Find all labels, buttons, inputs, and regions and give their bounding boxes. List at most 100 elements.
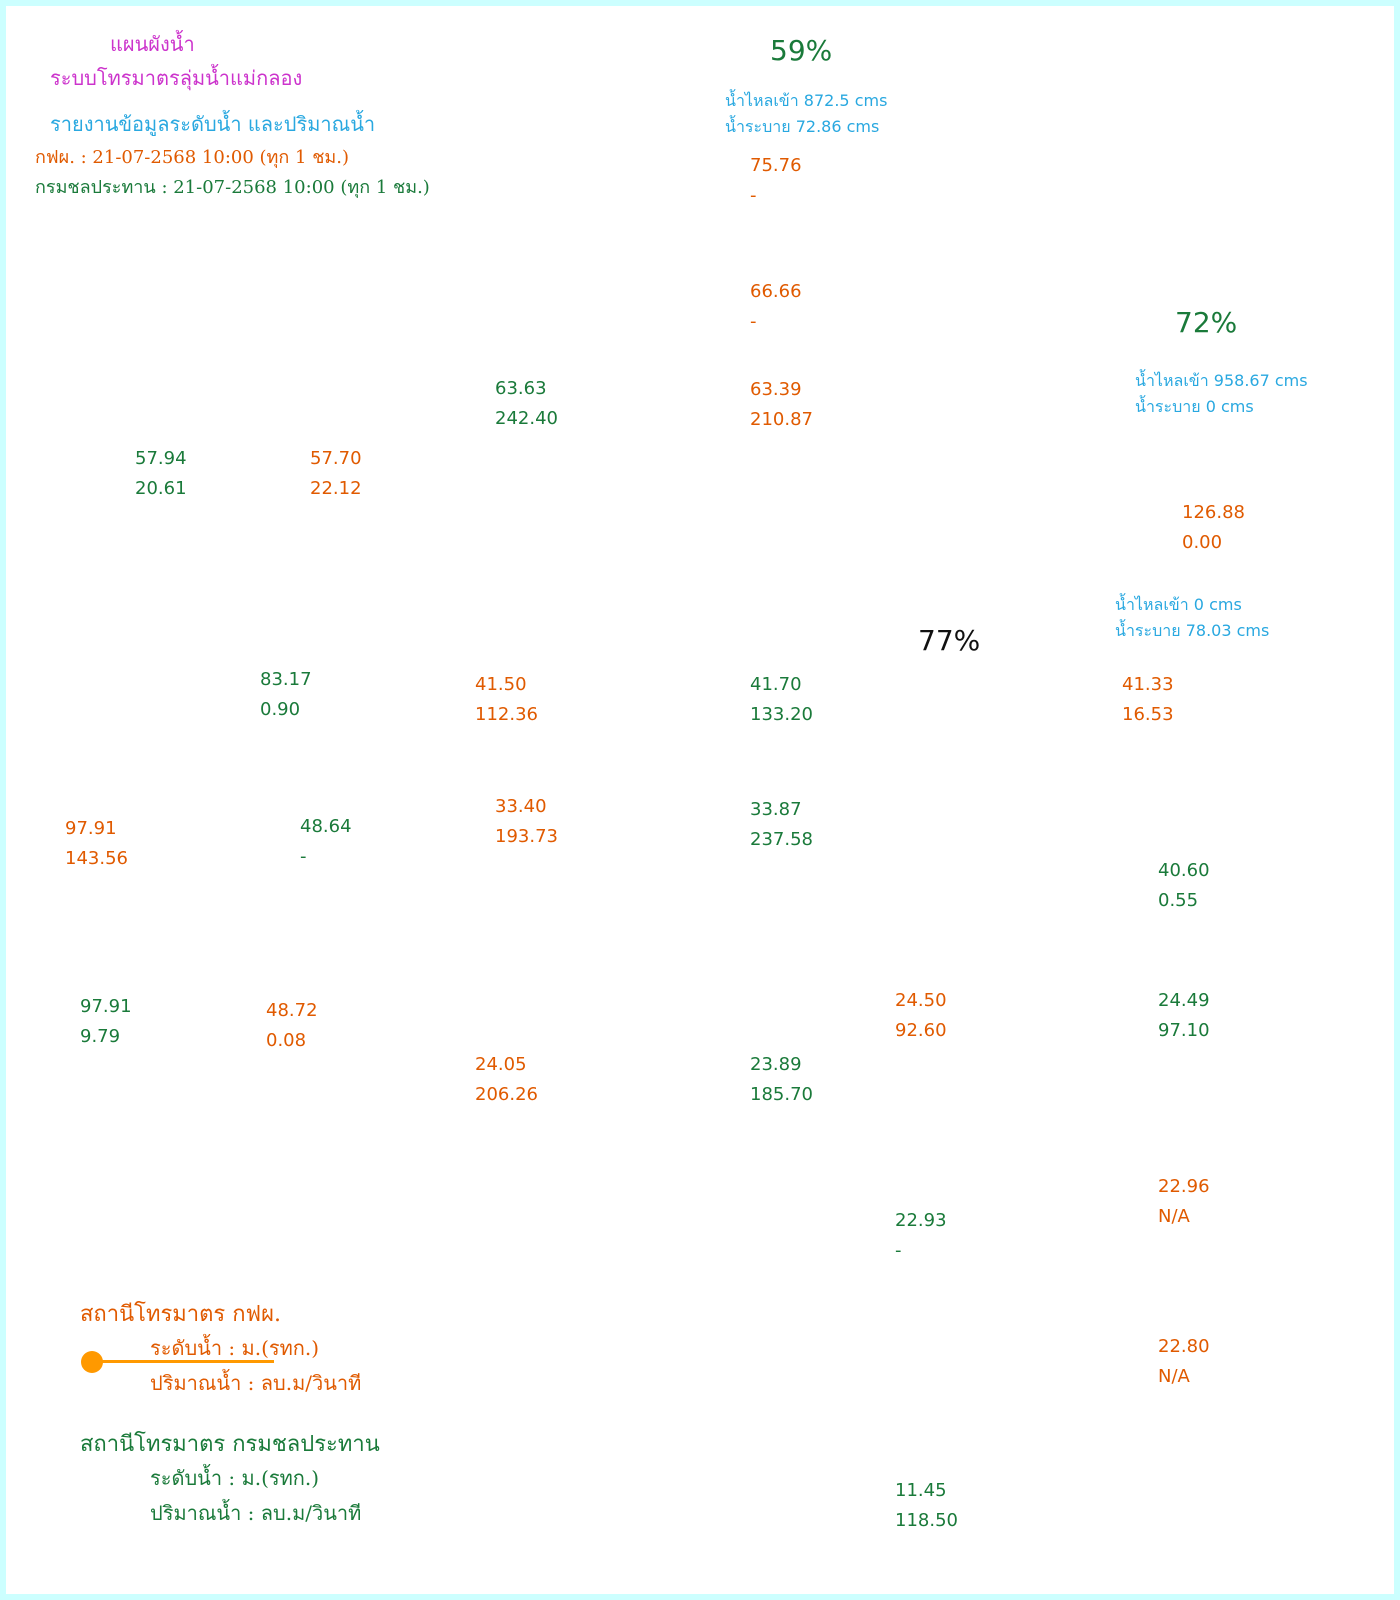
station-level: 40.60 [1158,860,1210,881]
station-reading: 24.50 92.60 [895,986,947,1046]
station-flow: 92.60 [895,1020,947,1041]
station-flow: 242.40 [495,408,558,429]
station-level: 33.87 [750,799,802,820]
reservoir-outflow: น้ำระบาย 78.03 cms [1115,621,1270,640]
station-reading: 11.45 118.50 [895,1476,958,1536]
reservoir-inflow: น้ำไหลเข้า 0 cms [1115,595,1242,614]
station-flow: 206.26 [475,1084,538,1105]
station-reading: 83.17 0.90 [260,665,312,725]
station-flow: 20.61 [135,478,187,499]
station-flow: 0.00 [1182,532,1223,553]
legend-egat-marker-icon [81,1351,103,1373]
station-level: 22.93 [895,1210,947,1231]
station-flow: 210.87 [750,409,813,430]
egat-update-time: กฟผ. : 21-07-2568 10:00 (ทุก 1 ชม.) [35,147,350,168]
station-reading: 23.89 185.70 [750,1050,813,1110]
station-flow: 143.56 [65,848,128,869]
station-level: 75.76 [750,155,802,176]
station-flow: N/A [1158,1366,1190,1387]
station-flow: 0.55 [1158,890,1199,911]
station-level: 11.45 [895,1480,947,1501]
reservoir-inflow: น้ำไหลเข้า 958.67 cms [1135,371,1308,390]
station-flow: - [300,846,307,867]
legend-egat-line [90,1360,274,1363]
station-flow: 0.08 [266,1030,307,1051]
station-flow: 133.20 [750,704,813,725]
station-level: 97.91 [65,818,117,839]
station-reading: 75.76 - [750,151,802,211]
station-level: 57.94 [135,448,187,469]
station-reading: 41.33 16.53 [1122,670,1174,730]
rid-update-time: กรมชลประทาน : 21-07-2568 10:00 (ทุก 1 ชม… [35,177,430,198]
station-flow: 22.12 [310,478,362,499]
station-flow: 185.70 [750,1084,813,1105]
station-reading: 24.05 206.26 [475,1050,538,1110]
page-title: แผนผังน้ำ [110,32,195,56]
legend-egat-title: สถานีโทรมาตร กฟผ. [80,1302,282,1327]
station-flow: 16.53 [1122,704,1174,725]
legend-rid-flow: ปริมาณน้ำ : ลบ.ม/วินาที [150,1501,362,1525]
station-flow: 9.79 [80,1026,121,1047]
reservoir-flow-info: น้ำไหลเข้า 958.67 cms น้ำระบาย 0 cms [1135,368,1308,420]
report-title: รายงานข้อมูลระดับน้ำ และปริมาณน้ำ [50,112,376,136]
station-level: 24.05 [475,1054,527,1075]
station-level: 97.91 [80,996,132,1017]
station-reading: 24.49 97.10 [1158,986,1210,1046]
reservoir-flow-info: น้ำไหลเข้า 0 cms น้ำระบาย 78.03 cms [1115,592,1269,644]
station-reading: 40.60 0.55 [1158,856,1210,916]
station-flow: - [750,311,757,332]
station-reading: 48.64 - [300,812,352,872]
legend-egat-level: ระดับน้ำ : ม.(รทก.) [150,1336,320,1360]
station-level: 24.50 [895,990,947,1011]
station-flow: N/A [1158,1206,1190,1227]
station-reading: 66.66- [750,277,802,337]
station-reading: 57.70 22.12 [310,444,362,504]
station-reading: 97.91 143.56 [65,814,128,874]
reservoir-outflow: น้ำระบาย 0 cms [1135,397,1254,416]
station-level: 48.72 [266,1000,318,1021]
legend-rid-title: สถานีโทรมาตร กรมชลประทาน [80,1432,380,1457]
station-flow: - [750,185,757,206]
station-reading: 41.70 133.20 [750,670,813,730]
station-reading: 22.93 - [895,1206,947,1266]
reservoir-percent: 72% [1175,306,1238,339]
station-reading: 33.40 193.73 [495,792,558,852]
station-flow: 0.90 [260,699,301,720]
page-subtitle: ระบบโทรมาตรลุ่มน้ำแม่กลอง [50,66,303,90]
reservoir-inflow: น้ำไหลเข้า 872.5 cms [725,91,888,110]
station-level: 22.96 [1158,1176,1210,1197]
station-flow: 118.50 [895,1510,958,1531]
station-flow: 112.36 [475,704,538,725]
reservoir-percent: 59% [770,34,833,67]
legend-rid-level: ระดับน้ำ : ม.(รทก.) [150,1466,320,1490]
station-level: 83.17 [260,669,312,690]
station-level: 23.89 [750,1054,802,1075]
reservoir-percent: 77% [918,624,981,657]
reservoir-outflow: น้ำระบาย 72.86 cms [725,117,880,136]
station-level: 126.88 [1182,502,1245,523]
station-level: 22.80 [1158,1336,1210,1357]
station-reading: 63.39 210.87 [750,375,813,435]
station-level: 63.39 [750,379,802,400]
station-reading: 97.91 9.79 [80,992,132,1052]
station-level: 41.70 [750,674,802,695]
station-reading: 126.88 0.00 [1182,498,1245,558]
station-reading: 48.72 0.08 [266,996,318,1056]
station-level: 41.33 [1122,674,1174,695]
station-level: 57.70 [310,448,362,469]
station-flow: 97.10 [1158,1020,1210,1041]
station-flow: 193.73 [495,826,558,847]
station-flow: - [895,1240,902,1261]
station-level: 24.49 [1158,990,1210,1011]
station-reading: 57.94 20.61 [135,444,187,504]
station-level: 33.40 [495,796,547,817]
reservoir-flow-info: น้ำไหลเข้า 872.5 cms น้ำระบาย 72.86 cms [725,88,887,140]
station-level: 48.64 [300,816,352,837]
legend-egat-flow: ปริมาณน้ำ : ลบ.ม/วินาที [150,1371,362,1395]
